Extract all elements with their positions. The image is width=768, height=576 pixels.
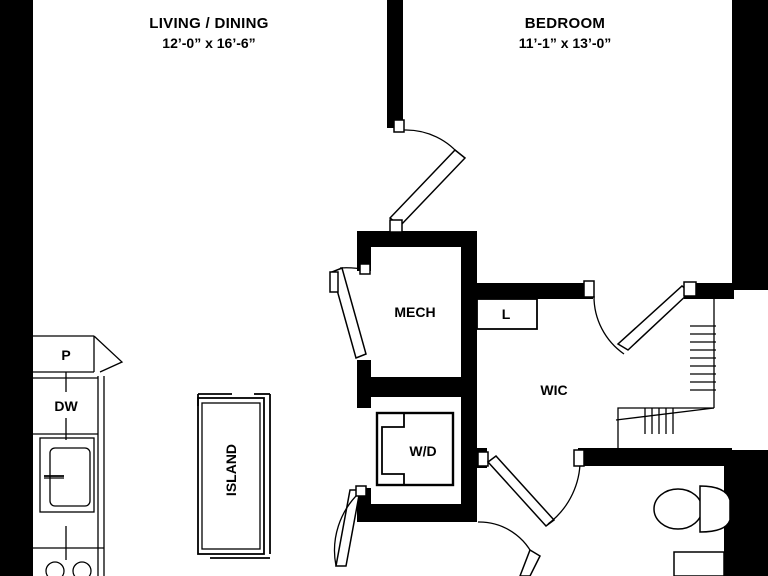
wic-door-lower	[477, 449, 585, 528]
living-dining-label: LIVING / DINING	[149, 15, 269, 32]
core-vertical-wall	[461, 231, 477, 521]
bath-door	[477, 521, 541, 576]
pantry-label: P	[61, 347, 70, 363]
mech-door	[329, 263, 371, 360]
vanity	[673, 551, 725, 576]
cooktop-burners	[45, 561, 92, 576]
right-lower-wall	[724, 450, 768, 576]
wic-door-left	[583, 280, 697, 355]
mech-left-wall-upper	[357, 231, 371, 271]
left-exterior-wall	[0, 0, 33, 576]
island-label: ISLAND	[223, 444, 239, 496]
toilet	[653, 485, 731, 533]
mech-top-wall	[357, 231, 477, 247]
bath-top-wall	[578, 448, 732, 466]
bedroom-dimensions: 11’-1” x 13’-0”	[519, 35, 612, 51]
wic-label: WIC	[540, 382, 567, 398]
kitchen-counter	[33, 335, 124, 576]
mech-label: MECH	[394, 304, 435, 320]
kitchen-island	[197, 393, 271, 559]
laundry-door	[333, 485, 367, 567]
bedroom-partition-wall	[387, 0, 403, 128]
kitchen-sink	[39, 437, 95, 513]
washer-dryer-label: W/D	[409, 443, 436, 459]
bedroom-door	[388, 119, 467, 233]
wic-shelving	[615, 299, 716, 448]
wic-top-wall	[475, 283, 593, 299]
wic-right-wall	[714, 283, 732, 293]
bedroom-label: BEDROOM	[525, 15, 605, 32]
living-dining-dimensions: 12’-0” x 16’-6”	[162, 35, 255, 51]
laundry-bottom-wall	[357, 504, 477, 522]
linen-label: L	[502, 306, 511, 322]
washer-dryer	[375, 411, 455, 487]
right-exterior-wall	[732, 0, 768, 290]
dishwasher-label: DW	[54, 398, 78, 414]
linen-shelf	[476, 298, 538, 330]
mech-bottom-wall	[357, 377, 475, 397]
